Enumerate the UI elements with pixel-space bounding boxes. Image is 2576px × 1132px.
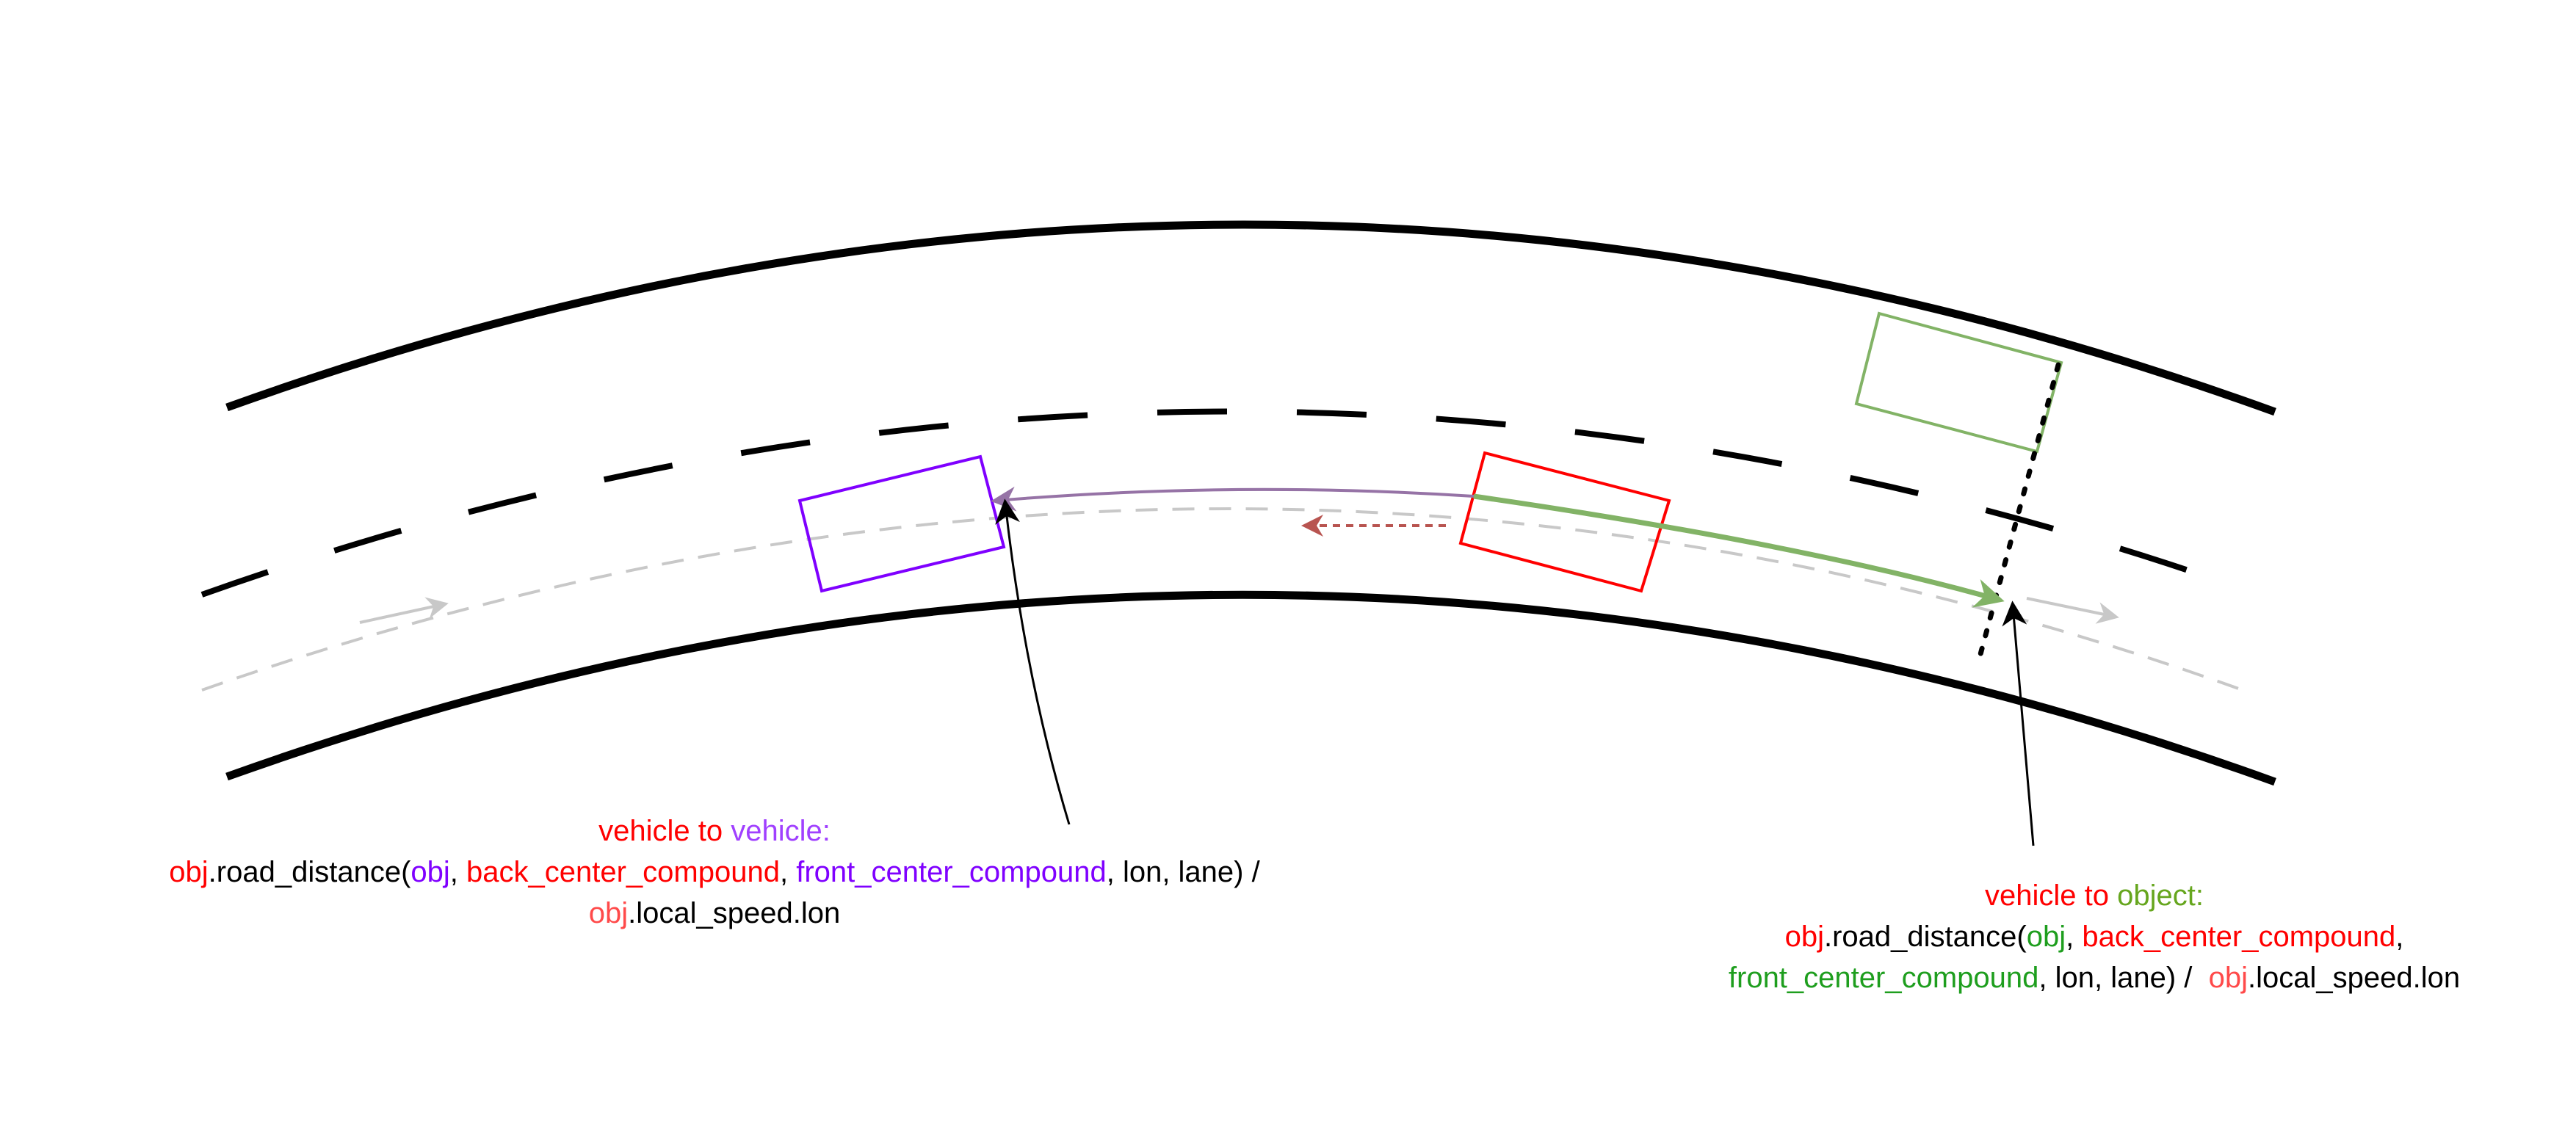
formula-part: back_center_compound [466,856,780,888]
lane-divider-dashed [200,408,2203,598]
formula-part: front_center_compound [1728,962,2039,994]
formula-part: front_center_compound [796,856,1107,888]
formula-part: obj [410,856,450,888]
road-edge-top [225,220,2276,416]
title-part: vehicle [598,815,690,847]
formula-part: .road_distance( [208,856,411,888]
formula-part: obj [2208,962,2248,994]
title-part: vehicle: [731,815,831,847]
formula-part: , [2066,921,2083,953]
formula-line: obj.local_speed.lon [169,893,1259,934]
formula-part: , lon, lane) / [1106,856,1260,888]
vehicle-distance-arrow [991,486,1475,512]
caption-title: vehicle to vehicle: [169,810,1259,852]
vehicle-to-object-caption: vehicle to object: obj.road_distance(obj… [1729,875,2460,998]
right-caption-pointer [2002,601,2035,846]
formula-part: obj [2026,921,2066,953]
formula-part: , lon, lane) / [2038,962,2209,994]
formula-part: , [2395,921,2404,953]
object-distance-arrow [1473,493,2005,608]
road-edge-bottom [225,590,2276,786]
formula-part: , [449,856,467,888]
caption-title: vehicle to object: [1729,875,2460,916]
lane-centerline-path [201,507,2243,692]
formula-line: obj.road_distance(obj, back_center_compo… [169,852,1259,893]
title-part: to [690,815,731,847]
object-projection-dotted-line [1975,362,2061,668]
title-part: to [2076,879,2118,912]
formula-part: , [779,856,797,888]
formula-part: obj [169,856,209,888]
formula-part: back_center_compound [2082,921,2396,953]
formula-part: .road_distance( [1823,921,2027,953]
formula-line: front_center_compound, lon, lane) / obj.… [1729,957,2460,998]
formula-part: .local_speed.lon [2248,962,2461,994]
formula-part: obj [1784,921,1824,953]
title-part: object: [2117,879,2204,912]
path-direction-arrow-right [2026,597,2119,624]
formula-line: obj.road_distance(obj, back_center_compo… [1729,916,2460,957]
title-part: vehicle [1985,879,2077,912]
formula-part: .local_speed.lon [628,897,841,929]
left-caption-pointer [995,498,1071,825]
path-direction-arrow-left [359,597,449,624]
target-vehicle-box [797,454,1006,593]
vehicle-to-vehicle-caption: vehicle to vehicle: obj.road_distance(ob… [169,810,1259,934]
ego-vehicle-box [1458,451,1671,593]
formula-part: obj [588,897,629,929]
object-box [1854,311,2063,454]
